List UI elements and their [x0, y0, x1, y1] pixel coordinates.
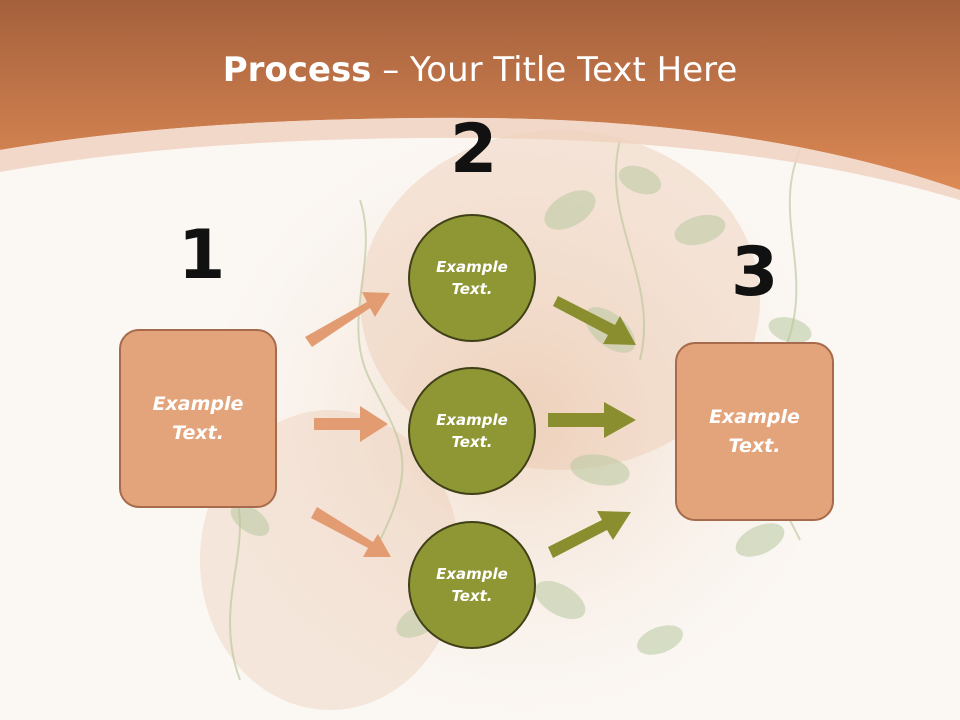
- title-rest: – Your Title Text Here: [371, 50, 738, 90]
- slide-title: Process – Your Title Text Here: [0, 50, 960, 90]
- right-arrow-middle: [548, 402, 636, 438]
- step-number-1: 1: [178, 216, 226, 295]
- left-arrow-middle: [314, 406, 388, 442]
- circle-middle-line2: Text.: [451, 433, 493, 451]
- circle-top-line1: Example: [436, 257, 508, 276]
- step-number-3: 3: [731, 233, 779, 312]
- step-1-box-line1: Example: [152, 393, 244, 415]
- header-band: [0, 0, 960, 190]
- circle-top-line2: Text.: [451, 280, 493, 298]
- step-3-box: Example Text.: [675, 342, 834, 521]
- circle-bottom-line1: Example: [436, 564, 508, 583]
- circle-middle-line1: Example: [436, 410, 508, 429]
- title-bold: Process: [222, 50, 372, 90]
- step-1-box: Example Text.: [119, 329, 277, 508]
- step-3-box-line2: Text.: [728, 434, 781, 457]
- step-number-2: 2: [450, 110, 498, 189]
- step-1-box-line2: Text.: [172, 421, 224, 444]
- step-3-box-line1: Example: [709, 406, 800, 428]
- right-arrow-up: [548, 511, 631, 558]
- left-arrow-up: [305, 292, 390, 347]
- step-2-circle-top: Example Text.: [408, 214, 536, 342]
- header-swoosh: [0, 117, 960, 200]
- circle-bottom-line2: Text.: [451, 587, 493, 605]
- left-arrow-down: [311, 507, 391, 557]
- step-2-circle-middle: Example Text.: [408, 367, 536, 495]
- right-arrow-down: [553, 296, 636, 345]
- step-2-circle-bottom: Example Text.: [408, 521, 536, 649]
